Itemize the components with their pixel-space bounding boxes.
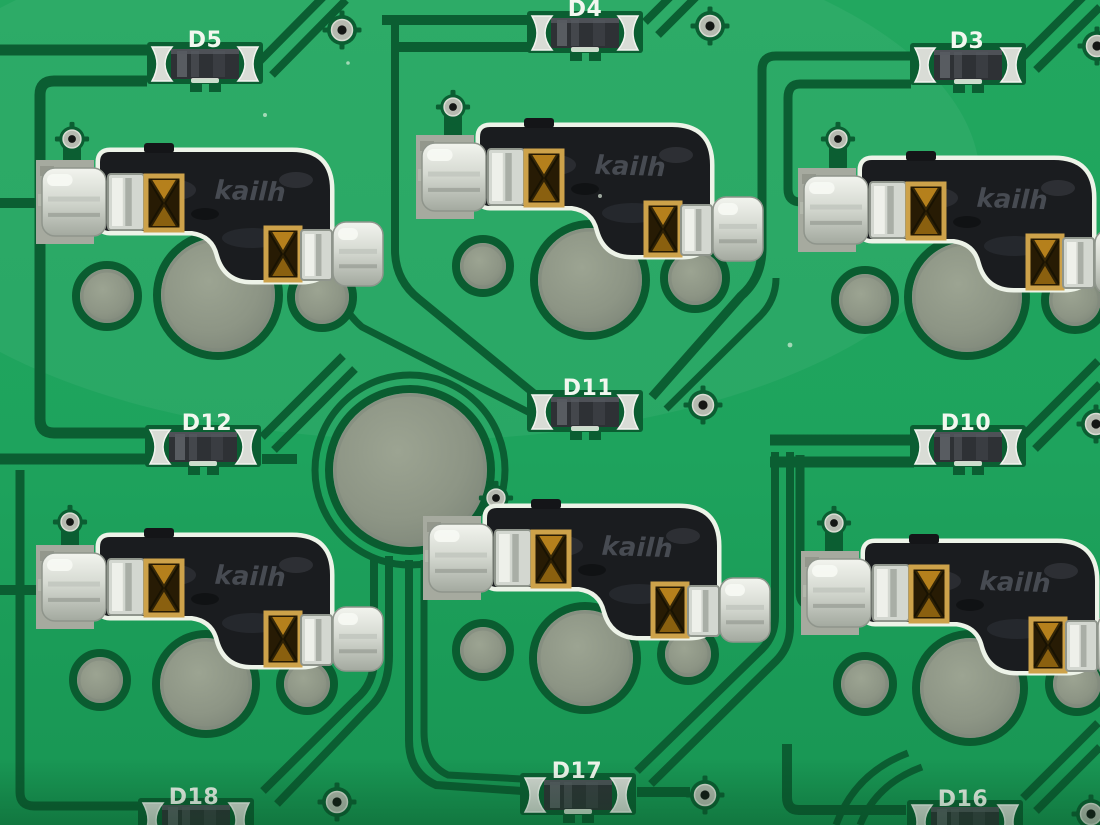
pcb-photo: kailhkailhkailhkailhkailhkailh D5D4D3D12… — [0, 0, 1100, 825]
photo-effects-layer — [0, 0, 1100, 825]
edge-vignette — [0, 0, 1100, 825]
pcb-board: kailhkailhkailhkailhkailhkailh D5D4D3D12… — [0, 0, 1100, 825]
